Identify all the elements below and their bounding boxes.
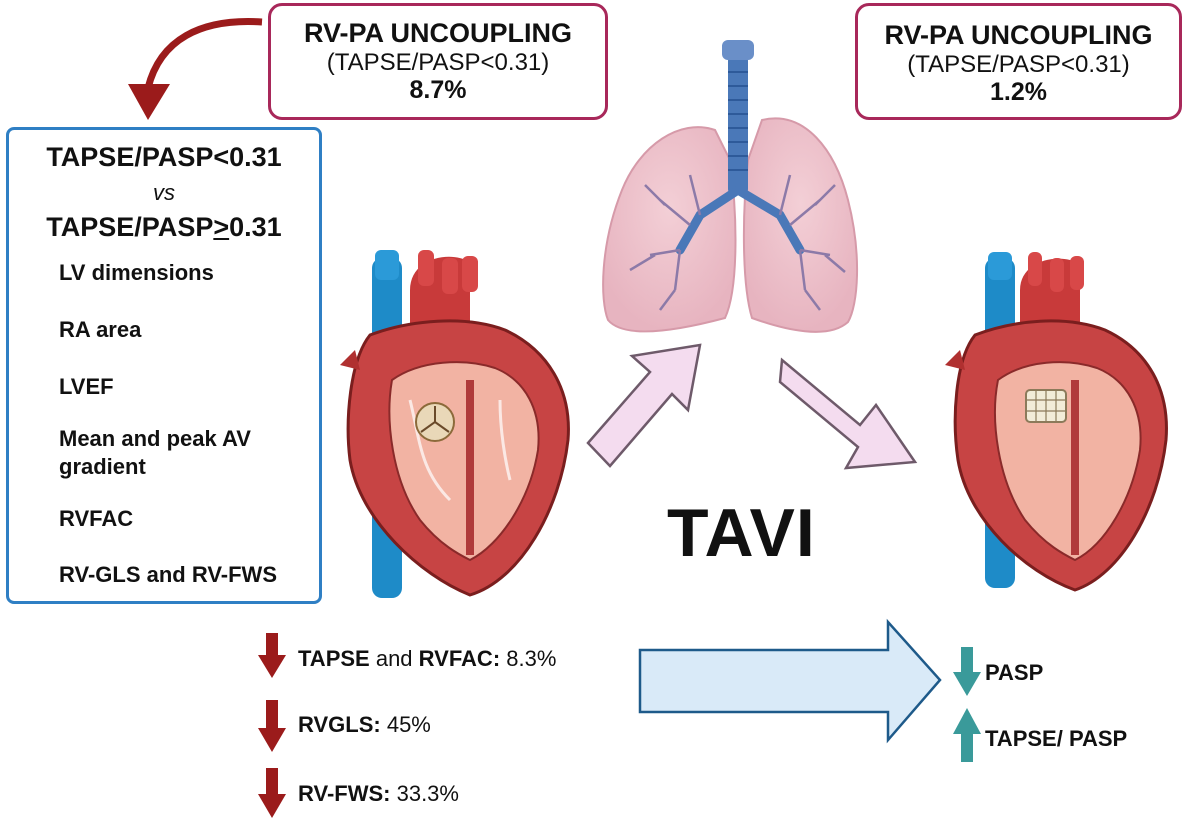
- increased-item: RA area: [59, 317, 142, 342]
- effect-down-arrow-1: [258, 633, 286, 678]
- effect-rvgls: RVGLS: 45%: [298, 712, 431, 737]
- box-value: 1.2%: [990, 78, 1047, 106]
- pink-arrow-up: [586, 343, 702, 468]
- pasp-down-arrow-icon: [953, 647, 981, 696]
- heart-after-illustration: [945, 252, 1168, 592]
- curved-arrow-to-panel: [128, 18, 263, 120]
- rv-pa-uncoupling-before-box: RV-PA UNCOUPLING (TAPSE/PASP<0.31) 8.7%: [268, 3, 608, 120]
- panel-line-3: TAPSE/PASP>0.31: [46, 212, 282, 242]
- box-subtitle: (TAPSE/PASP<0.31): [326, 49, 550, 76]
- effect-down-arrow-2: [258, 700, 286, 752]
- heart-before-illustration: [340, 250, 570, 598]
- decreased-item: RV-GLS and RV-FWS: [59, 562, 277, 587]
- lungs-illustration: [602, 40, 858, 333]
- box-title: RV-PA UNCOUPLING: [303, 18, 573, 48]
- tapse-pasp-up-arrow-icon: [953, 708, 981, 762]
- outcome-pasp: PASP: [985, 660, 1044, 685]
- decreased-item: Mean and peak AV gradient: [59, 426, 251, 479]
- tavi-label: TAVI: [667, 495, 816, 571]
- decreased-item: LVEF: [59, 374, 114, 399]
- decreased-item: RVFAC: [59, 506, 134, 531]
- panel-line-1: TAPSE/PASP<0.31: [46, 142, 282, 172]
- effect-tapse-rvfac: TAPSE and RVFAC: 8.3%: [298, 646, 557, 671]
- panel-vs: vs: [153, 180, 175, 205]
- outcome-tapse-pasp: TAPSE/ PASP: [985, 726, 1128, 751]
- pink-arrow-down: [778, 357, 918, 470]
- effect-down-arrow-3: [258, 768, 286, 818]
- effect-rv-fws: RV-FWS: 33.3%: [298, 781, 459, 806]
- box-value: 8.7%: [409, 76, 467, 104]
- rv-pa-uncoupling-after-box: RV-PA UNCOUPLING (TAPSE/PASP<0.31) 1.2%: [855, 3, 1182, 120]
- blue-arrow-right: [638, 618, 942, 744]
- box-title: RV-PA UNCOUPLING: [884, 20, 1153, 50]
- increased-item: LV dimensions: [59, 260, 214, 285]
- box-subtitle: (TAPSE/PASP<0.31): [907, 51, 1130, 78]
- comparison-panel: TAPSE/PASP<0.31 vs TAPSE/PASP>0.31 LV di…: [6, 127, 322, 604]
